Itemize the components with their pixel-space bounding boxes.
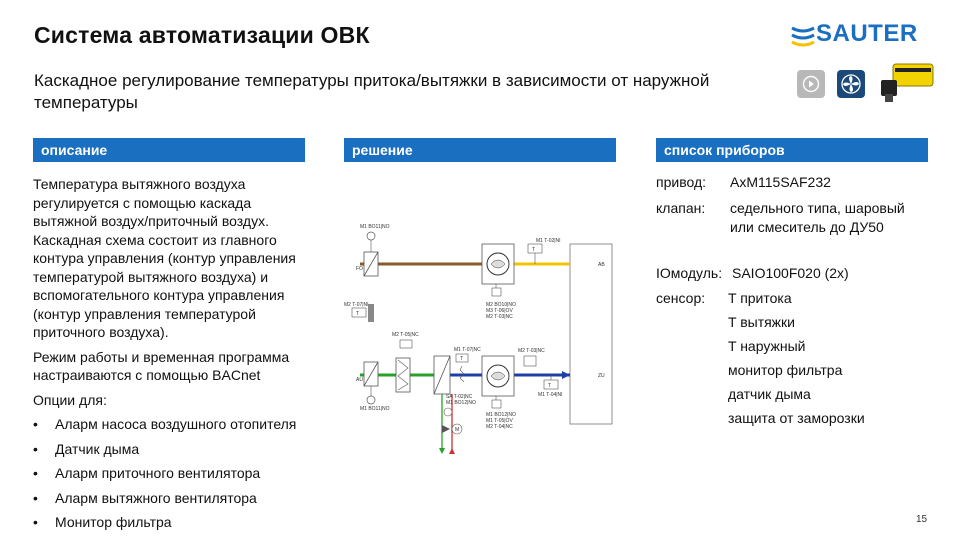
- wall-hatch: [368, 304, 374, 322]
- diagram-label: M2 T-03|NC: [486, 314, 513, 320]
- frost-sensor-icon: [455, 353, 469, 363]
- arrow-icon: [449, 448, 455, 454]
- device-label: сенсор:: [656, 290, 706, 306]
- arrow-icon: [562, 371, 570, 379]
- device-value: монитор фильтра: [728, 362, 843, 378]
- diagram-label: T: [356, 311, 359, 317]
- diagram-label: T: [460, 356, 463, 362]
- diagram-label: M2 T-04|NC: [486, 424, 513, 430]
- list-item: •Аларм вытяжного вентилятора: [33, 489, 257, 506]
- page-title: Система автоматизации ОВК: [34, 22, 370, 48]
- diagram-label: M1 T-02|NI: [536, 238, 561, 244]
- device-value: T вытяжки: [728, 314, 795, 330]
- list-item: •Аларм приточного вентилятора: [33, 465, 261, 481]
- logo-text: SAUTER: [816, 20, 918, 47]
- device-value: или смеситель до ДУ50: [730, 219, 884, 235]
- diagram-label: M1 T-07|NC: [454, 347, 481, 353]
- section-header-devices: список приборов: [656, 138, 928, 162]
- valve-motor-icon: [451, 423, 463, 435]
- ahu-housing: [569, 243, 613, 425]
- device-value: T притока: [728, 290, 792, 306]
- actuator-device-image: [875, 60, 937, 104]
- sauter-logo-icon: [791, 26, 815, 47]
- description-paragraph: Режим работы и временная программа настр…: [33, 348, 290, 384]
- diagram-label: M1 BO12|NO: [486, 412, 516, 418]
- subtitle: Каскадное регулирование температуры прит…: [34, 71, 710, 112]
- device-label: IOмодуль:: [656, 265, 723, 281]
- description-text: Температура вытяжного воздуха регулирует…: [33, 175, 318, 538]
- diagram-label: T: [548, 383, 551, 389]
- diagram-label: M1 BO11|NO: [360, 224, 390, 230]
- diagram-label: ZU: [598, 373, 605, 379]
- diagram-label: M2 T-07|NI: [344, 302, 369, 308]
- diagram-label: M1 T-04|NI: [538, 392, 563, 398]
- device-value: SAIO100F020 (2x): [732, 265, 849, 281]
- diagram-label: FO: [356, 266, 363, 272]
- list-item: •Аларм насоса воздушного отопителя: [33, 416, 297, 432]
- diagram-label: AU: [356, 377, 363, 383]
- temperature-sensor-icon: [351, 307, 367, 318]
- diagram-label: M2 T-03|NC: [518, 348, 545, 354]
- motor-icon: [366, 231, 376, 241]
- list-item: •Датчик дыма: [33, 440, 140, 457]
- device-label: привод:: [656, 174, 707, 190]
- device-label: клапан:: [656, 200, 706, 216]
- valve-icon: [442, 425, 450, 433]
- options-label: Опции для:: [33, 391, 107, 408]
- device-value: датчик дыма: [728, 386, 811, 402]
- diagram-label: M: [455, 427, 459, 433]
- device-value: AxM115SAF232: [730, 174, 831, 190]
- section-header-solution: решение: [344, 138, 616, 162]
- diagram-label: M1 BO11|NO: [360, 406, 390, 412]
- diagram-label: SA T-02|NC: [446, 394, 473, 400]
- device-value: T наружный: [728, 338, 806, 354]
- play-icon[interactable]: [797, 70, 825, 98]
- pressure-switch-icon: [491, 399, 502, 409]
- diagram-label: M2 T-05|NC: [392, 332, 419, 338]
- fan-icon[interactable]: [837, 70, 865, 98]
- arrow-icon: [439, 448, 445, 454]
- smoke-detector-icon: [523, 355, 537, 367]
- page-number: 15: [916, 514, 928, 525]
- filter-monitor-icon: [399, 339, 413, 349]
- options-list: •Аларм насоса воздушного отопителя •Датч…: [33, 415, 318, 532]
- section-header-description: описание: [33, 138, 305, 162]
- list-item: •Монитор фильтра: [33, 514, 172, 530]
- diagram-label: M1 T-05|OV: [486, 418, 513, 424]
- motor-icon: [366, 395, 376, 405]
- device-value: седельного типа, шаровый: [730, 200, 905, 216]
- pump-alarm-icon: [443, 407, 453, 417]
- diagram-label: M3 T-06|OV: [486, 308, 513, 314]
- description-paragraph: Температура вытяжного воздуха регулирует…: [33, 176, 296, 340]
- device-value: защита от заморозки: [728, 410, 865, 426]
- diagram-label: M1 BO12|NO: [446, 400, 476, 406]
- sauter-logo: SAUTER: [790, 18, 930, 54]
- hvac-schematic-diagram: M1 BO11|NO FO AB M1 T-02|NI T M2 BO10|NO…: [344, 224, 613, 454]
- diagram-label: M2 BO10|NO: [486, 302, 516, 308]
- diagram-label: T: [532, 247, 535, 253]
- diagram-label: AB: [598, 262, 605, 268]
- pressure-switch-icon: [491, 287, 502, 297]
